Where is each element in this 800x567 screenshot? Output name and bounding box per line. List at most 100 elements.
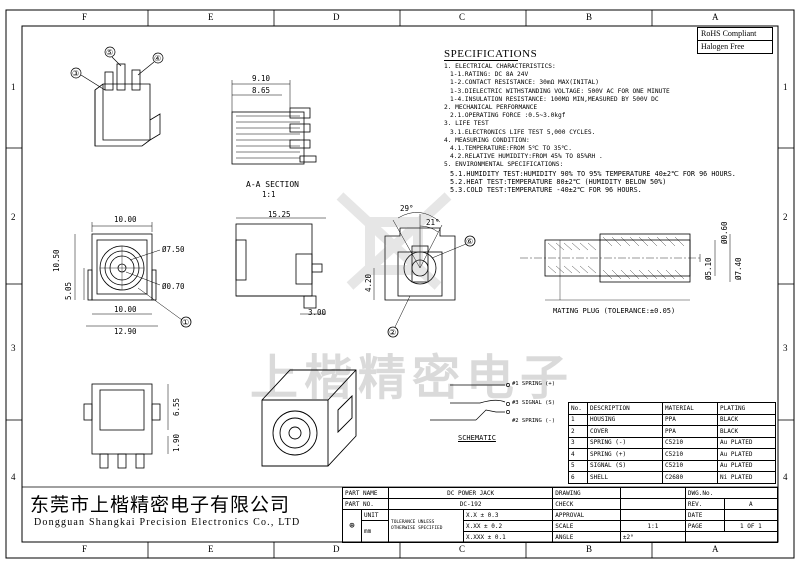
spec-title: SPECIFICATIONS: [444, 48, 538, 60]
dim-rear-height: 4.20: [364, 273, 373, 292]
bom-cell: 2: [568, 425, 588, 438]
dim-plug-d3: Ø7.40: [734, 257, 743, 280]
spec-line: 4.1.TEMPERATURE:FROM 5℃ TO 35℃.: [450, 145, 572, 153]
bom-cell: SHELL: [587, 471, 663, 484]
bom-header-row: No. DESCRIPTION MATERIAL PLATING: [568, 402, 776, 415]
dwg-no-label: DWG.No.: [684, 487, 779, 499]
bom-cell: SIGNAL (S): [587, 459, 663, 472]
zone-number: 4: [783, 472, 788, 482]
spec-line: 5.1.HUMIDITY TEST:HUMIDITY 90% TO 95% TE…: [450, 169, 736, 178]
rear-view: [373, 212, 476, 338]
part-name-label: PART NAME: [342, 487, 389, 499]
dim-plug-d1: Ø0.60: [720, 221, 729, 244]
schematic-pin: #3 SIGNAL (S): [512, 400, 556, 406]
drawing-label: DRAWING: [552, 487, 621, 499]
date-label: DATE: [684, 509, 725, 521]
schematic-pin: #1 SPRING (+): [512, 381, 556, 387]
rev-value: A: [723, 498, 779, 510]
company-name-cn: 东莞市上楷精密电子有限公司: [30, 494, 291, 516]
bom-cell: HOUSING: [587, 413, 663, 426]
callout-6: ⑥: [466, 237, 474, 246]
bom-cell: C5210: [662, 448, 718, 461]
dim-front-height2: 5.05: [64, 281, 73, 300]
zone-number: 1: [783, 82, 788, 92]
zone-letter: E: [208, 12, 214, 22]
part-name-value: DC POWER JACK: [387, 487, 554, 499]
mating-plug: [520, 233, 731, 301]
zone-letter: B: [586, 12, 593, 22]
bom-cell: Au PLATED: [717, 436, 776, 449]
spec-line: 1-2.CONTACT RESISTANCE: 30mΩ MAX(INITAL): [450, 79, 600, 87]
spec-line: 1-1.RATING: DC 8A 24V: [450, 71, 529, 79]
section-label: A-A SECTION: [246, 180, 299, 189]
callout-3-circle: [70, 46, 164, 91]
side-view: [235, 217, 326, 315]
bottom-view: [83, 383, 169, 469]
bom-cell: 1: [568, 413, 588, 426]
zone-letter: A: [712, 544, 719, 554]
bom-cell: COVER: [587, 425, 663, 438]
dim-rear-angle2: 21°: [426, 218, 440, 227]
callout-3: ③: [72, 69, 80, 78]
unit-value: mm: [361, 520, 389, 543]
mating-plug-label: MATING PLUG (TOLERANCE:±0.05): [553, 307, 676, 315]
compliance-box: RoHS Compliant Halogen Free: [697, 27, 773, 54]
spec-line: 4.2.RELATIVE HUMIDITY:FROM 45% TO 85%RH …: [450, 153, 603, 161]
zone-letter: A: [712, 12, 719, 22]
bom-header: PLATING: [717, 402, 776, 415]
zone-letter: D: [333, 12, 340, 22]
bom-header: No.: [568, 402, 588, 415]
angle-label: ANGLE: [552, 531, 621, 543]
callout-5: ⑤: [106, 48, 114, 57]
spec-line: 3.1.ELECTRONICS LIFE TEST 5,000 CYCLES.: [450, 128, 596, 136]
schematic-pin: #2 SPRING (-): [512, 418, 556, 424]
company-name-en: Dongguan Shangkai Precision Electronics …: [34, 517, 301, 528]
part-no-label: PART NO.: [342, 498, 389, 510]
bom-cell: Au PLATED: [717, 448, 776, 461]
rev-label: REV.: [684, 498, 725, 510]
bom-cell: 6: [568, 471, 588, 484]
bom-cell: SPRING (-): [587, 436, 663, 449]
bom-cell: C5210: [662, 436, 718, 449]
spec-line: 2.1.OPERATING FORCE :0.5~3.0kgf: [450, 112, 566, 120]
projection-symbol-icon: ⊕: [342, 509, 362, 543]
spec-line: 5.3.COLD TEST:TEMPERATURE -40±2℃ FOR 96 …: [450, 186, 642, 195]
schematic-label: SCHEMATIC: [458, 434, 496, 442]
zone-letter: F: [82, 12, 88, 22]
scale-value: 1:1: [619, 520, 686, 532]
bom-cell: PPA: [662, 425, 718, 438]
tolerance-2: X.XX ± 0.2: [462, 520, 554, 532]
tolerance-3: X.XXX ± 0.1: [462, 531, 554, 543]
iso-view-top: [94, 63, 161, 147]
section-view: [231, 80, 317, 165]
halogen-label: Halogen Free: [697, 41, 773, 54]
zone-number: 3: [11, 343, 16, 353]
zone-number: 4: [11, 472, 16, 482]
page-label: PAGE: [684, 520, 725, 532]
bom-cell: BLACK: [717, 413, 776, 426]
bom-cell: PPA: [662, 413, 718, 426]
zone-letter: B: [586, 544, 593, 554]
bom-cell: Ni PLATED: [717, 471, 776, 484]
dim-side-width: 15.25: [268, 210, 291, 219]
dim-front-height: 10.50: [52, 249, 61, 272]
zone-letter: D: [333, 544, 340, 554]
page-value: 1 OF 1: [723, 520, 779, 532]
dim-rear-angle1: 29°: [400, 204, 414, 213]
iso-view-large: [261, 369, 357, 467]
dim-bottom-h2: 1.90: [172, 433, 181, 452]
dim-pin-diameter: Ø0.70: [162, 282, 185, 291]
scale-label: SCALE: [552, 520, 621, 532]
bom-cell: C2680: [662, 471, 718, 484]
bom-cell: C5210: [662, 459, 718, 472]
tolerance-note: TOLERANCE UNLESS OTHERWISE SPECIFIED: [388, 509, 464, 543]
dim-plug-d2: Ø5.10: [704, 257, 713, 280]
callout-1: ①: [182, 318, 190, 327]
check-label: CHECK: [552, 498, 621, 510]
dim-section-top2: 8.65: [252, 86, 271, 95]
